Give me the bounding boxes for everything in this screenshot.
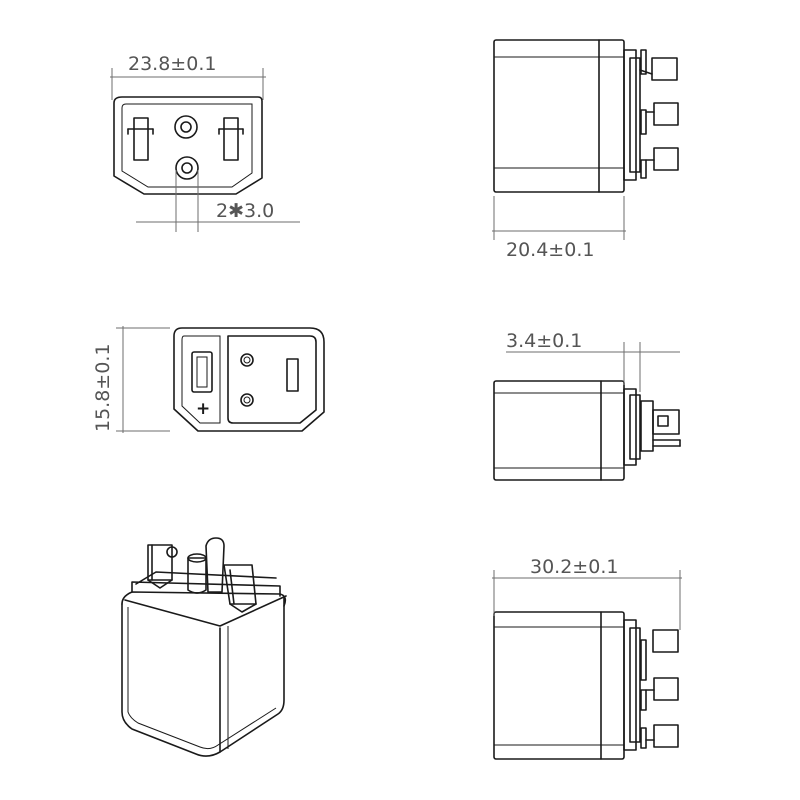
bottom-view (493, 611, 679, 760)
dimension-pin-spacing: 2✱3.0 (136, 170, 300, 232)
isometric-view (121, 537, 287, 757)
dimension-overall-length: 30.2±0.1 (492, 556, 682, 630)
top-view (493, 380, 681, 481)
front-width-label: 23.8±0.1 (128, 53, 216, 75)
end-view: + (173, 327, 325, 432)
front-view (113, 96, 263, 195)
pin-spacing-label: 2✱3.0 (216, 200, 274, 222)
positive-terminal-symbol: + (196, 399, 210, 419)
end-height-label: 15.8±0.1 (92, 344, 114, 432)
dimension-end-height: 15.8±0.1 (92, 326, 170, 433)
side-width-label: 20.4±0.1 (506, 239, 594, 261)
dimension-front-width: 23.8±0.1 (110, 53, 266, 100)
flange-thickness-label: 3.4±0.1 (506, 330, 582, 352)
overall-length-label: 30.2±0.1 (530, 556, 618, 578)
dimension-flange-thickness: 3.4±0.1 (506, 330, 680, 392)
dimension-side-width: 20.4±0.1 (492, 196, 626, 261)
side-view (493, 39, 679, 193)
